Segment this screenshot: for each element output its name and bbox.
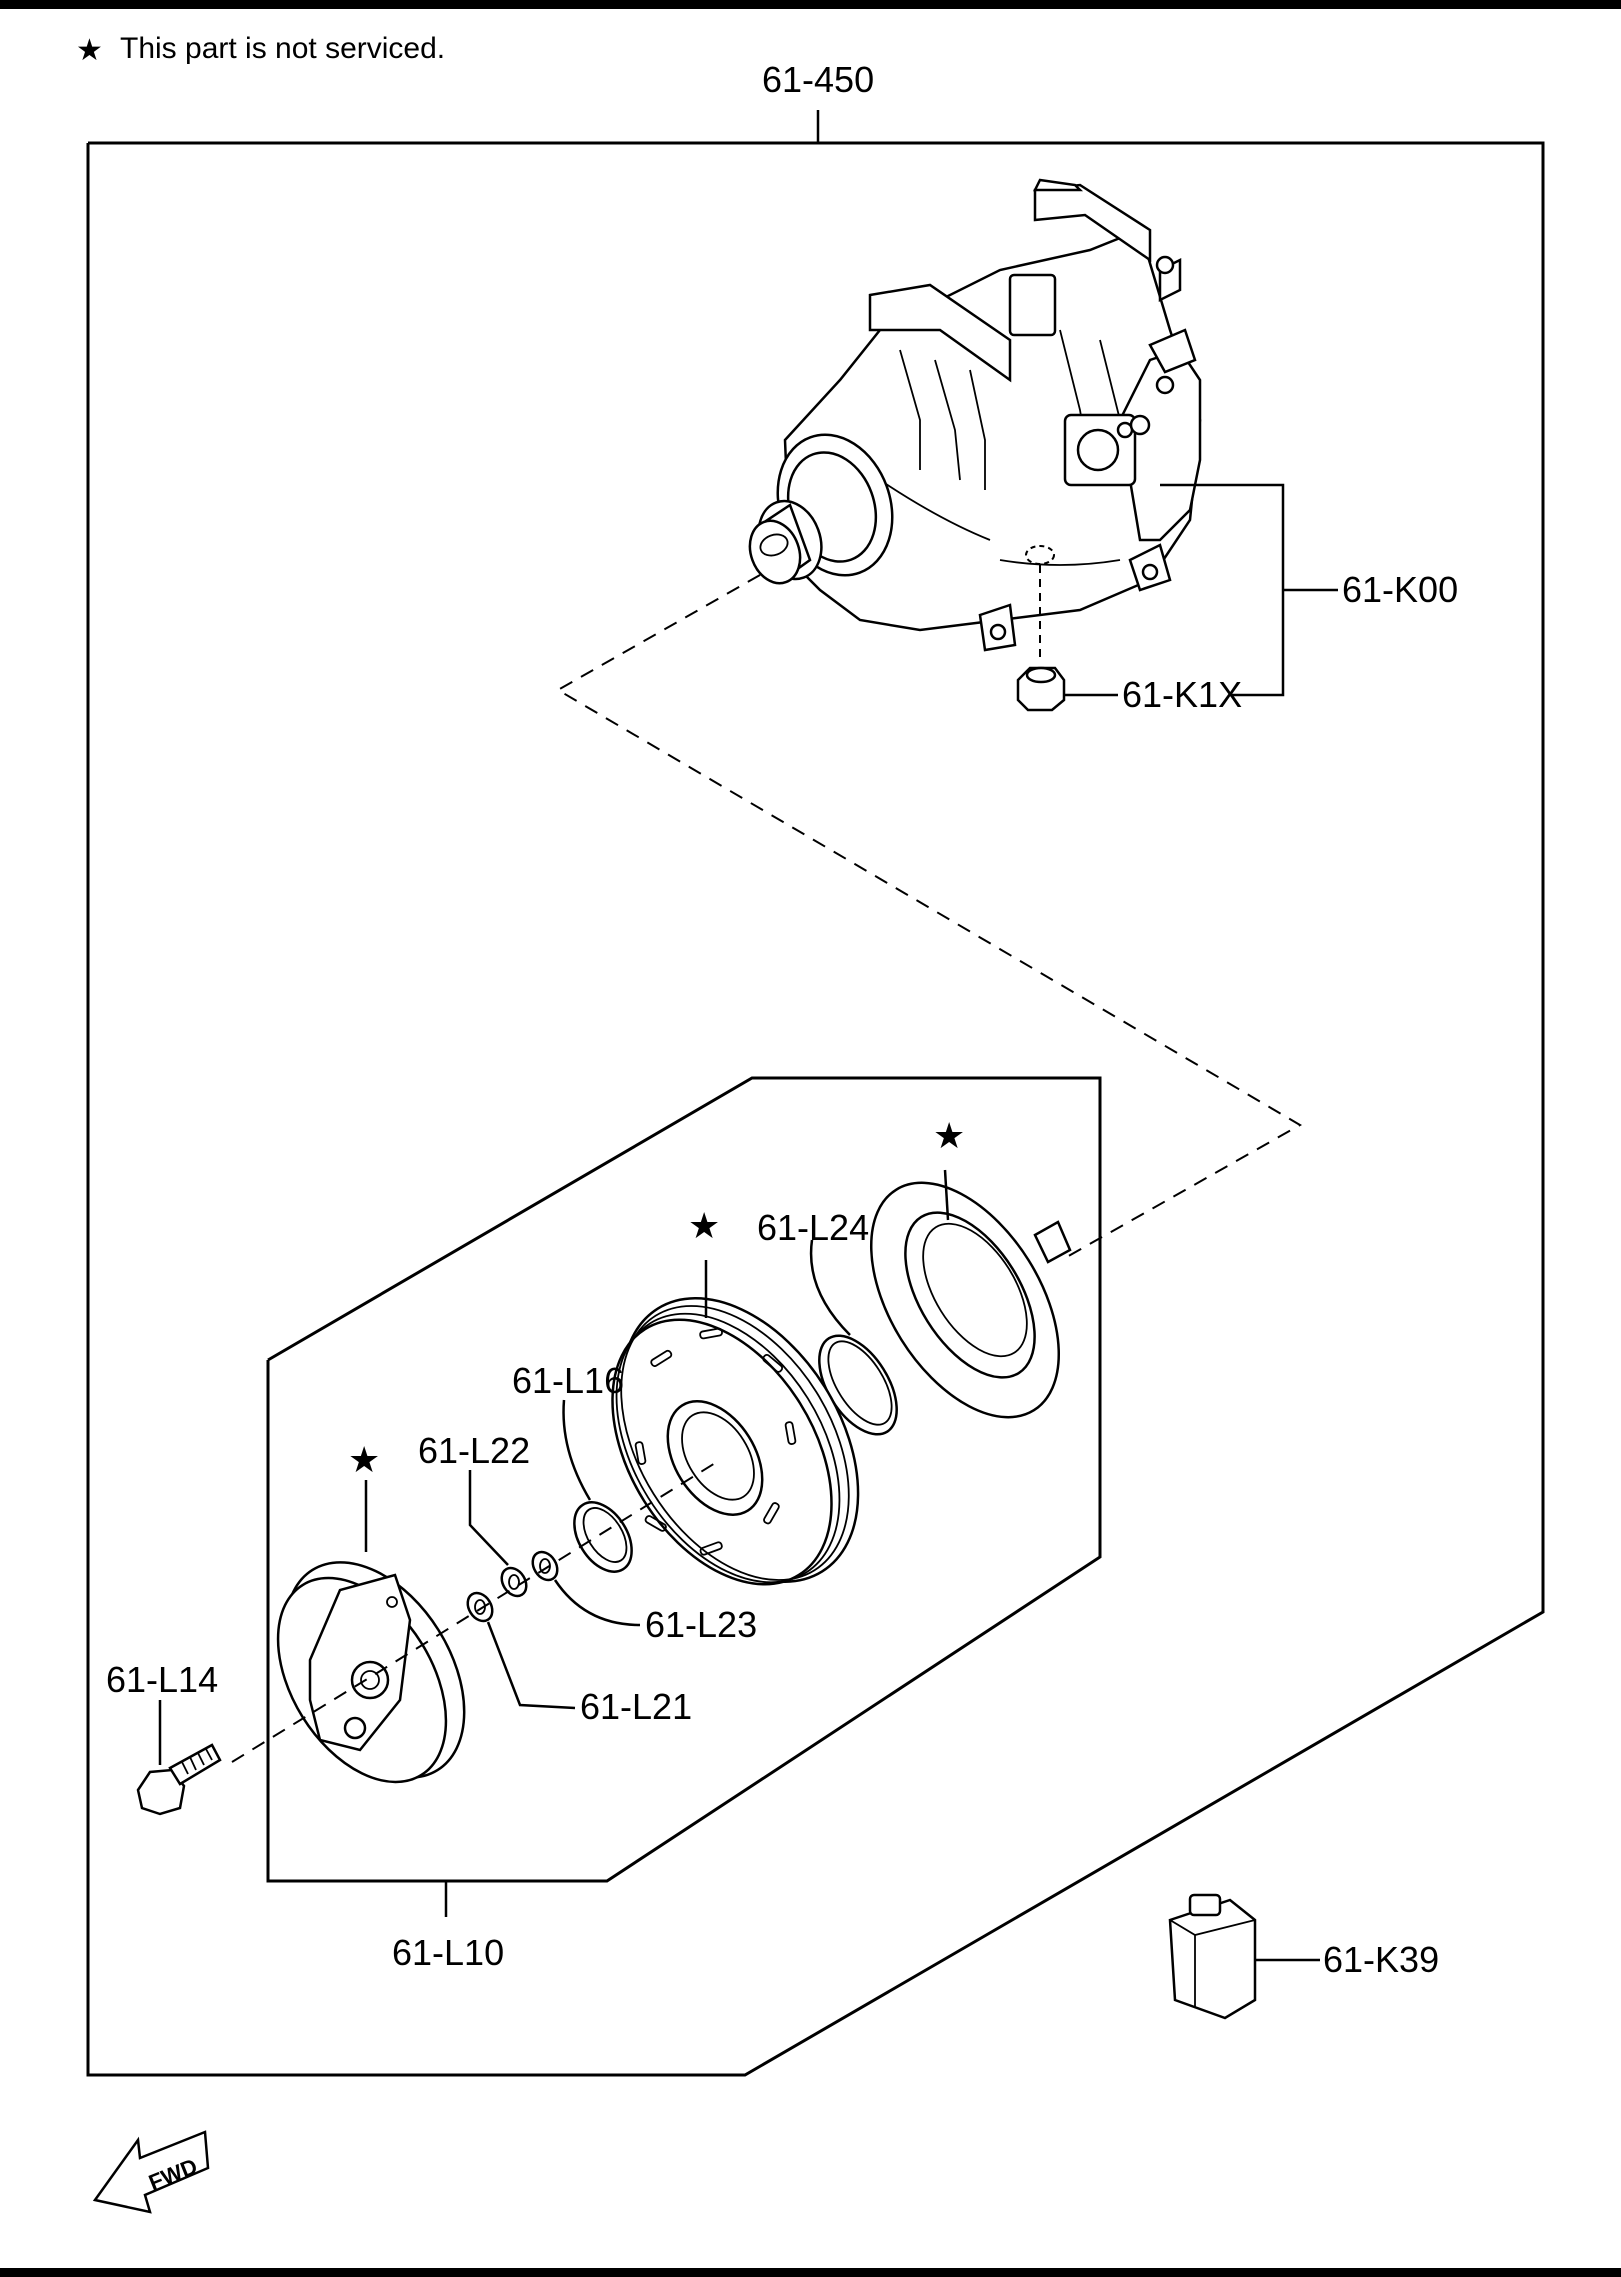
shim-l21 [466,1591,576,1710]
field-coil [869,1169,1072,1419]
label-61-K1X[interactable]: 61-K1X [1122,674,1242,715]
clutch-axis-line [231,1459,721,1763]
forward-arrow-icon: FWD [92,2130,210,2214]
note-text: This part is not serviced. [120,32,445,65]
label-61-K39[interactable]: 61-K39 [1323,1939,1439,1980]
label-61-L23[interactable]: 61-L23 [645,1604,757,1645]
snap-ring-l16 [562,1399,633,1573]
pulley [611,1260,860,1586]
armature-plate [276,1480,466,1784]
label-61-L16[interactable]: 61-L16 [512,1360,624,1401]
label-61-L14[interactable]: 61-L14 [106,1659,218,1700]
clutch-set-frame [266,1076,1102,1917]
label-61-450[interactable]: 61-450 [762,59,874,100]
bolt-l14 [136,1700,222,1816]
assembly-frame: 61-450 [86,59,1545,2077]
label-61-L22[interactable]: 61-L22 [418,1430,530,1471]
drain-plug [1016,565,1066,712]
label-61-L10[interactable]: 61-L10 [392,1932,504,1973]
label-61-L21[interactable]: 61-L21 [580,1686,692,1727]
leader-61-K00 [1064,483,1338,697]
star-icon-pulley: ★ [688,1205,720,1246]
top-rule [0,0,1621,9]
note-star-icon: ★ [76,34,103,67]
oil-bottle [1168,1893,1320,2020]
shim-l22 [468,1470,528,1598]
label-61-K00[interactable]: 61-K00 [1342,569,1458,610]
star-icon-armature: ★ [348,1439,380,1480]
label-61-L24[interactable]: 61-L24 [757,1207,869,1248]
star-icon-field-coil: ★ [933,1115,965,1156]
compressor-drawing [748,178,1202,652]
bottom-rule [0,2268,1621,2277]
axis-line [556,574,1303,1259]
